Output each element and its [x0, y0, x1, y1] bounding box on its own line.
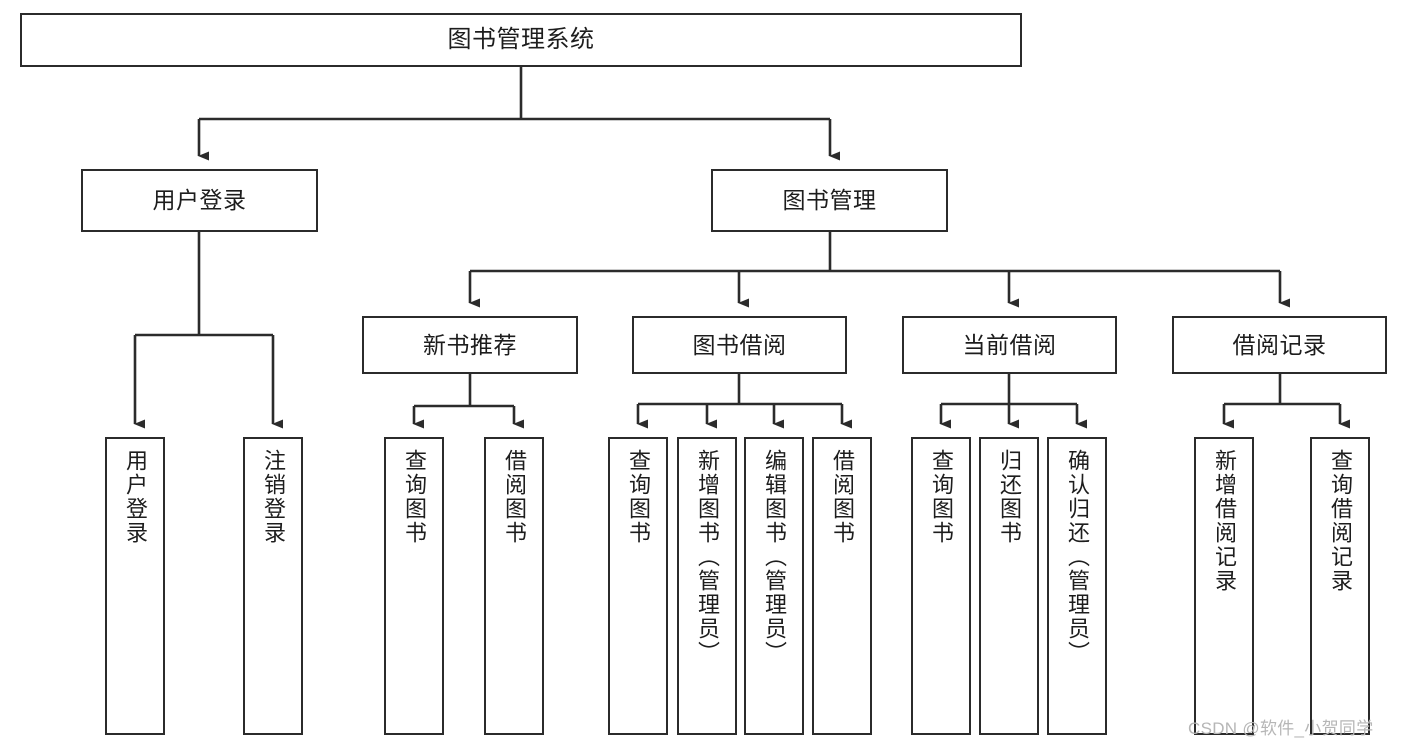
leaf-label: 归还图书: [997, 449, 1022, 545]
leaf-book-borrow-3[interactable]: 借阅图书: [812, 437, 872, 735]
leaf-label: 借阅图书: [830, 449, 855, 545]
leaf-borrow-record-1[interactable]: 查询借阅记录: [1310, 437, 1370, 735]
leaf-label: 用户登录: [123, 449, 148, 545]
node-label: 图书管理系统: [447, 26, 595, 54]
leaf-book-borrow-1[interactable]: 新增图书（管理员）: [677, 437, 737, 735]
node-new-book-recommendation[interactable]: 新书推荐: [362, 316, 578, 374]
node-label: 当前借阅: [962, 331, 1057, 358]
leaf-book-borrow-2[interactable]: 编辑图书（管理员）: [744, 437, 804, 735]
leaf-user-login-0[interactable]: 用户登录: [105, 437, 165, 735]
node-book-management[interactable]: 图书管理: [711, 169, 948, 232]
node-label: 用户登录: [152, 187, 247, 214]
node-label: 图书管理: [782, 187, 877, 214]
leaf-book-borrow-0[interactable]: 查询图书: [608, 437, 668, 735]
leaf-label: 新增图书（管理员）: [695, 449, 720, 665]
leaf-current-borrow-0[interactable]: 查询图书: [911, 437, 971, 735]
leaf-label: 确认归还（管理员）: [1065, 449, 1090, 665]
node-root-book-management-system[interactable]: 图书管理系统: [20, 13, 1022, 67]
node-book-borrowing[interactable]: 图书借阅: [632, 316, 847, 374]
leaf-label: 新增借阅记录: [1212, 449, 1237, 593]
node-borrowing-record[interactable]: 借阅记录: [1172, 316, 1387, 374]
leaf-user-login-1[interactable]: 注销登录: [243, 437, 303, 735]
leaf-label: 查询借阅记录: [1328, 449, 1353, 593]
node-label: 图书借阅: [692, 331, 787, 358]
leaf-borrow-record-0[interactable]: 新增借阅记录: [1194, 437, 1254, 735]
leaf-current-borrow-1[interactable]: 归还图书: [979, 437, 1039, 735]
node-current-borrowing[interactable]: 当前借阅: [902, 316, 1117, 374]
leaf-label: 借阅图书: [502, 449, 527, 545]
leaf-new-book-rec-0[interactable]: 查询图书: [384, 437, 444, 735]
leaf-label: 编辑图书（管理员）: [762, 449, 787, 665]
node-label: 新书推荐: [423, 331, 517, 358]
node-label: 借阅记录: [1232, 331, 1327, 358]
leaf-label: 查询图书: [929, 449, 954, 545]
leaf-label: 注销登录: [261, 449, 286, 545]
leaf-current-borrow-2[interactable]: 确认归还（管理员）: [1047, 437, 1107, 735]
leaf-label: 查询图书: [402, 449, 427, 545]
csdn-watermark: CSDN @软件_小贺同学: [1188, 719, 1374, 738]
leaf-label: 查询图书: [626, 449, 651, 545]
leaf-new-book-rec-1[interactable]: 借阅图书: [484, 437, 544, 735]
node-user-login[interactable]: 用户登录: [81, 169, 318, 232]
